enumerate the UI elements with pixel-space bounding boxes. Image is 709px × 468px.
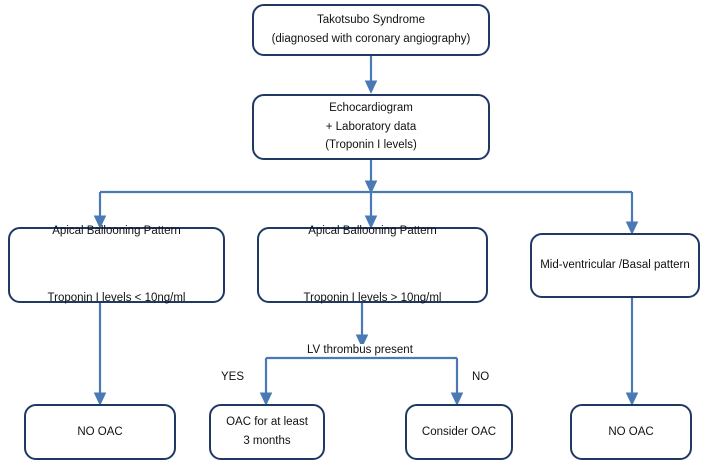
node-apical-ballooning-low-troponin-label: Apical Ballooning Pattern Troponin I lev… (47, 224, 186, 304)
node-oac-for-at-least-3-months[interactable]: OAC for at least 3 months (209, 404, 325, 460)
node-consider-oac[interactable]: Consider OAC (405, 404, 513, 460)
edge-label-lv-thrombus-present: LV thrombus present (305, 344, 415, 356)
node-echocardiogram-label: Echocardiogram + Laboratory data (Tropon… (325, 101, 417, 152)
node-mid-ventricular-basal-pattern-label: Mid-ventricular /Basal pattern (540, 259, 690, 272)
node-apical-ballooning-low-troponin[interactable]: Apical Ballooning Pattern Troponin I lev… (8, 225, 225, 304)
node-apical-ballooning-high-troponin[interactable]: Apical Ballooning Pattern Troponin I lev… (257, 225, 488, 304)
edge-label-yes: YES (219, 371, 247, 383)
node-no-oac-right-label: NO OAC (608, 425, 654, 438)
node-consider-oac-label: Consider OAC (421, 425, 497, 438)
node-takotsubo-syndrome[interactable]: Takotsubo Syndrome (diagnosed with coron… (252, 4, 490, 56)
node-apical-ballooning-high-troponin-label: Apical Ballooning Pattern Troponin I lev… (303, 224, 442, 304)
edge-label-no: NO (470, 371, 492, 383)
node-echocardiogram[interactable]: Echocardiogram + Laboratory data (Tropon… (252, 94, 490, 160)
node-no-oac-right[interactable]: NO OAC (570, 404, 692, 460)
node-no-oac-left-label: NO OAC (77, 425, 123, 438)
node-no-oac-left[interactable]: NO OAC (24, 404, 176, 460)
node-takotsubo-syndrome-label: Takotsubo Syndrome (diagnosed with coron… (271, 14, 471, 45)
node-oac-for-at-least-3-months-label: OAC for at least 3 months (226, 416, 308, 447)
node-mid-ventricular-basal-pattern[interactable]: Mid-ventricular /Basal pattern (530, 233, 700, 298)
